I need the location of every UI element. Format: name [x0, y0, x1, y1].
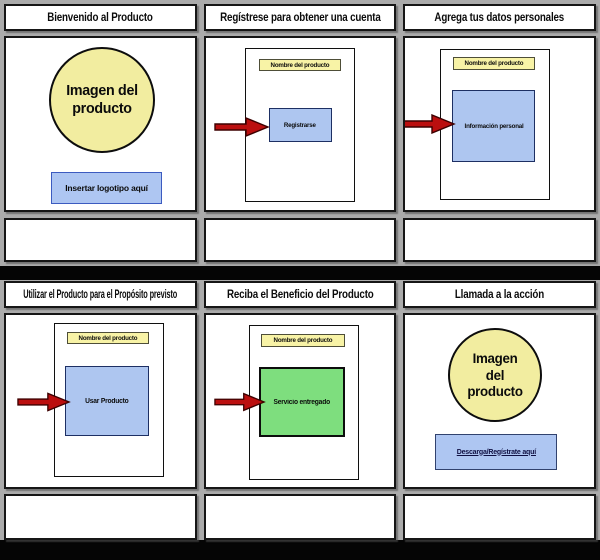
app-name-label: Nombre del producto: [78, 334, 138, 342]
personal-info-label: Información personal: [464, 122, 524, 130]
logo-placeholder-box[interactable]: Insertar logotipo aquí: [51, 172, 162, 204]
app-name-label: Nombre del producto: [273, 337, 333, 344]
app-name-header[interactable]: Nombre del producto: [453, 57, 536, 70]
content-row-1: Imagen del producto Insertar logotipo aq…: [0, 36, 600, 212]
title-cell-utilizar[interactable]: Utilizar el Producto para el Propósito p…: [4, 281, 197, 308]
title-cell-bienvenido[interactable]: Bienvenido al Producto: [4, 4, 197, 31]
bottom-black-band: [0, 540, 600, 560]
product-image-label: Imagen del producto: [467, 350, 524, 400]
description-cell[interactable]: [403, 494, 597, 540]
panel-title: Llamada a la acción: [455, 288, 545, 301]
content-row-2: Nombre del producto Usar Producto Nombre…: [0, 313, 600, 489]
use-product-label: Usar Producto: [85, 397, 129, 405]
panel-registrese[interactable]: Nombre del producto Registrarse: [203, 36, 397, 212]
description-row-1: [0, 218, 600, 262]
register-label: Registrarse: [284, 121, 317, 129]
arrow-right-icon[interactable]: [213, 117, 270, 137]
description-cell[interactable]: [403, 218, 597, 262]
panel-title: Regístrese para obtener una cuenta: [219, 11, 381, 24]
title-cell-beneficio[interactable]: Reciba el Beneficio del Producto: [203, 281, 397, 308]
panel-title: Agrega tus datos personales: [434, 11, 565, 24]
panel-title: Reciba el Beneficio del Producto: [226, 288, 374, 301]
panel-title: Utilizar el Producto para el Propósito p…: [23, 288, 178, 301]
personal-info-box[interactable]: Información personal: [452, 90, 536, 162]
service-delivered-label: Servicio entregado: [273, 398, 330, 406]
description-cell[interactable]: [4, 494, 197, 540]
title-cell-datos-personales[interactable]: Agrega tus datos personales: [403, 4, 597, 31]
panel-title: Bienvenido al Producto: [47, 11, 154, 24]
title-row-2: Utilizar el Producto para el Propósito p…: [0, 281, 600, 308]
description-row-2: [0, 494, 600, 540]
service-delivered-box[interactable]: Servicio entregado: [258, 367, 345, 437]
panel-bienvenido[interactable]: Imagen del producto Insertar logotipo aq…: [4, 36, 197, 212]
app-name-header[interactable]: Nombre del producto: [67, 332, 149, 344]
panel-utilizar[interactable]: Nombre del producto Usar Producto: [4, 313, 197, 489]
app-name-label: Nombre del producto: [464, 60, 524, 67]
app-name-header[interactable]: Nombre del producto: [260, 334, 345, 347]
app-name-header[interactable]: Nombre del producto: [258, 59, 341, 71]
row-divider-band: [0, 266, 600, 280]
arrow-right-icon[interactable]: [213, 392, 266, 412]
product-image-circle[interactable]: Imagen del producto: [448, 328, 543, 422]
arrow-right-icon[interactable]: [403, 114, 457, 134]
description-cell[interactable]: [203, 218, 397, 262]
description-cell[interactable]: [203, 494, 397, 540]
title-cell-llamada-accion[interactable]: Llamada a la acción: [403, 281, 597, 308]
title-cell-registrese[interactable]: Regístrese para obtener una cuenta: [203, 4, 397, 31]
panel-llamada-accion[interactable]: Imagen del producto Descarga/Regístrate …: [403, 313, 597, 489]
cta-box[interactable]: Descarga/Regístrate aquí: [435, 434, 558, 470]
arrow-right-icon[interactable]: [17, 392, 71, 412]
panel-beneficio[interactable]: Nombre del producto Servicio entregado: [203, 313, 397, 489]
use-product-box[interactable]: Usar Producto: [65, 366, 149, 436]
panel-datos-personales[interactable]: Nombre del producto Información personal: [403, 36, 597, 212]
logo-placeholder-label: Insertar logotipo aquí: [65, 183, 148, 193]
app-name-label: Nombre del producto: [270, 61, 330, 69]
product-image-label: Imagen del producto: [66, 82, 138, 117]
title-row-1: Bienvenido al Producto Regístrese para o…: [0, 4, 600, 31]
product-image-circle[interactable]: Imagen del producto: [49, 47, 155, 153]
description-cell[interactable]: [4, 218, 197, 262]
register-button-box[interactable]: Registrarse: [268, 108, 332, 142]
download-register-link[interactable]: Descarga/Regístrate aquí: [456, 448, 536, 456]
